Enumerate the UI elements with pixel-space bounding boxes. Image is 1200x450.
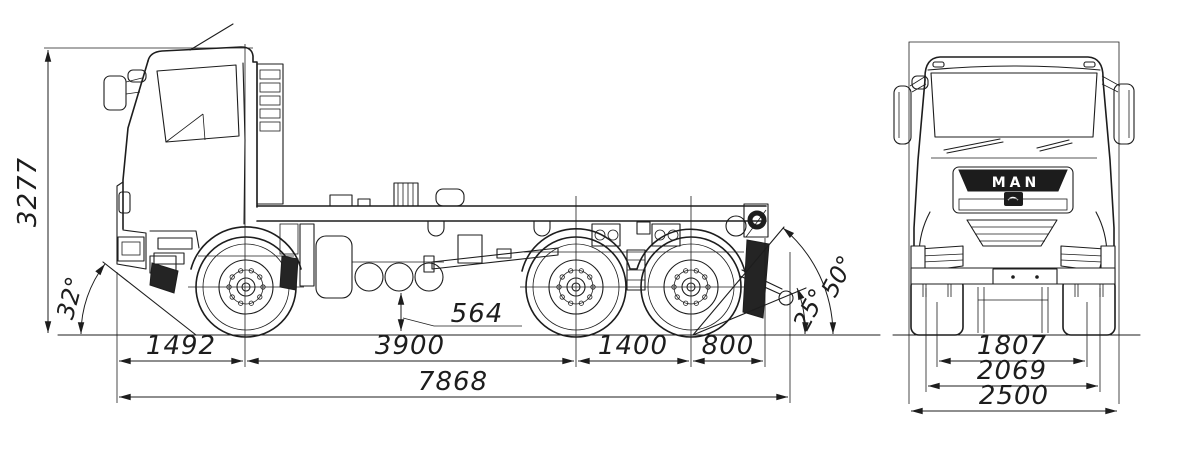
headlight-side <box>118 191 131 214</box>
mirror <box>103 75 127 111</box>
driveshaft <box>431 247 559 270</box>
approach-angle-line <box>102 261 197 336</box>
license-plate <box>992 268 1058 285</box>
door-window <box>156 64 240 143</box>
dim-rear-overhang: 800 <box>702 331 755 361</box>
dim-wheelbase: 3900 <box>375 331 445 361</box>
mirror-right <box>1101 75 1135 145</box>
dim-front-track: 1807 <box>977 331 1047 361</box>
chassis-frame <box>256 182 794 319</box>
grille-logo-text: MAN <box>992 175 1040 191</box>
air-tank-3 <box>414 262 444 292</box>
side-dimensions: 3277 1492 3900 1400 800 7868 564 32° <box>13 44 860 403</box>
overall-width-extension <box>908 41 1120 404</box>
headlights <box>918 245 1106 272</box>
front-axle-lines <box>977 287 1049 333</box>
front-dimensions: 1807 2069 2500 <box>910 288 1118 415</box>
cab-step-2 <box>153 252 185 265</box>
front-tires <box>910 277 1116 336</box>
cab-back-panel <box>299 223 315 287</box>
departure-angle-line-50 <box>692 226 785 336</box>
exhaust-stack <box>393 182 419 207</box>
dim-approach-angle: 32° <box>51 274 89 322</box>
bumper <box>910 245 1116 285</box>
air-intake <box>256 63 284 205</box>
air-valves <box>591 221 681 247</box>
sun-visor <box>927 65 1101 71</box>
cab-front: MAN <box>893 56 1135 285</box>
cab-side <box>103 23 302 294</box>
dim-body-width: 2069 <box>977 356 1047 386</box>
air-tank-2 <box>384 262 414 292</box>
mirror-left <box>893 75 929 145</box>
front-bumper <box>116 181 147 270</box>
tow-hitch <box>747 210 767 230</box>
dim-front-overhang: 1492 <box>146 331 216 361</box>
windshield <box>930 72 1098 138</box>
dim-overall-height: 3277 <box>13 157 43 227</box>
dim-overall-length: 7868 <box>418 367 488 397</box>
frame-bracket-2 <box>533 220 551 237</box>
fuel-tank <box>315 235 353 299</box>
dim-overall-width: 2500 <box>979 381 1049 411</box>
side-view: 3277 1492 3900 1400 800 7868 564 32° <box>13 23 881 403</box>
grille-logo-band <box>958 169 1068 192</box>
spotter-mirror <box>127 69 147 83</box>
wipers <box>943 138 1073 154</box>
lower-grille <box>966 219 1058 247</box>
rear-fenders <box>521 228 746 273</box>
air-tank-1 <box>354 262 384 292</box>
front-fender <box>190 226 302 270</box>
rear-mudflap <box>742 239 770 319</box>
front-mudflap <box>149 262 179 294</box>
grille: MAN <box>952 166 1074 214</box>
dim-ground-clearance: 564 <box>451 299 504 329</box>
front-view: MAN <box>892 41 1141 415</box>
dim-tandem-spacing: 1400 <box>598 331 668 361</box>
rear-crossmember <box>725 203 769 238</box>
frame-bracket-1 <box>427 220 445 237</box>
cab-rear-mudflap <box>279 255 299 291</box>
battery-box <box>457 234 483 264</box>
cab-step-1 <box>157 237 193 250</box>
antenna <box>189 23 234 51</box>
